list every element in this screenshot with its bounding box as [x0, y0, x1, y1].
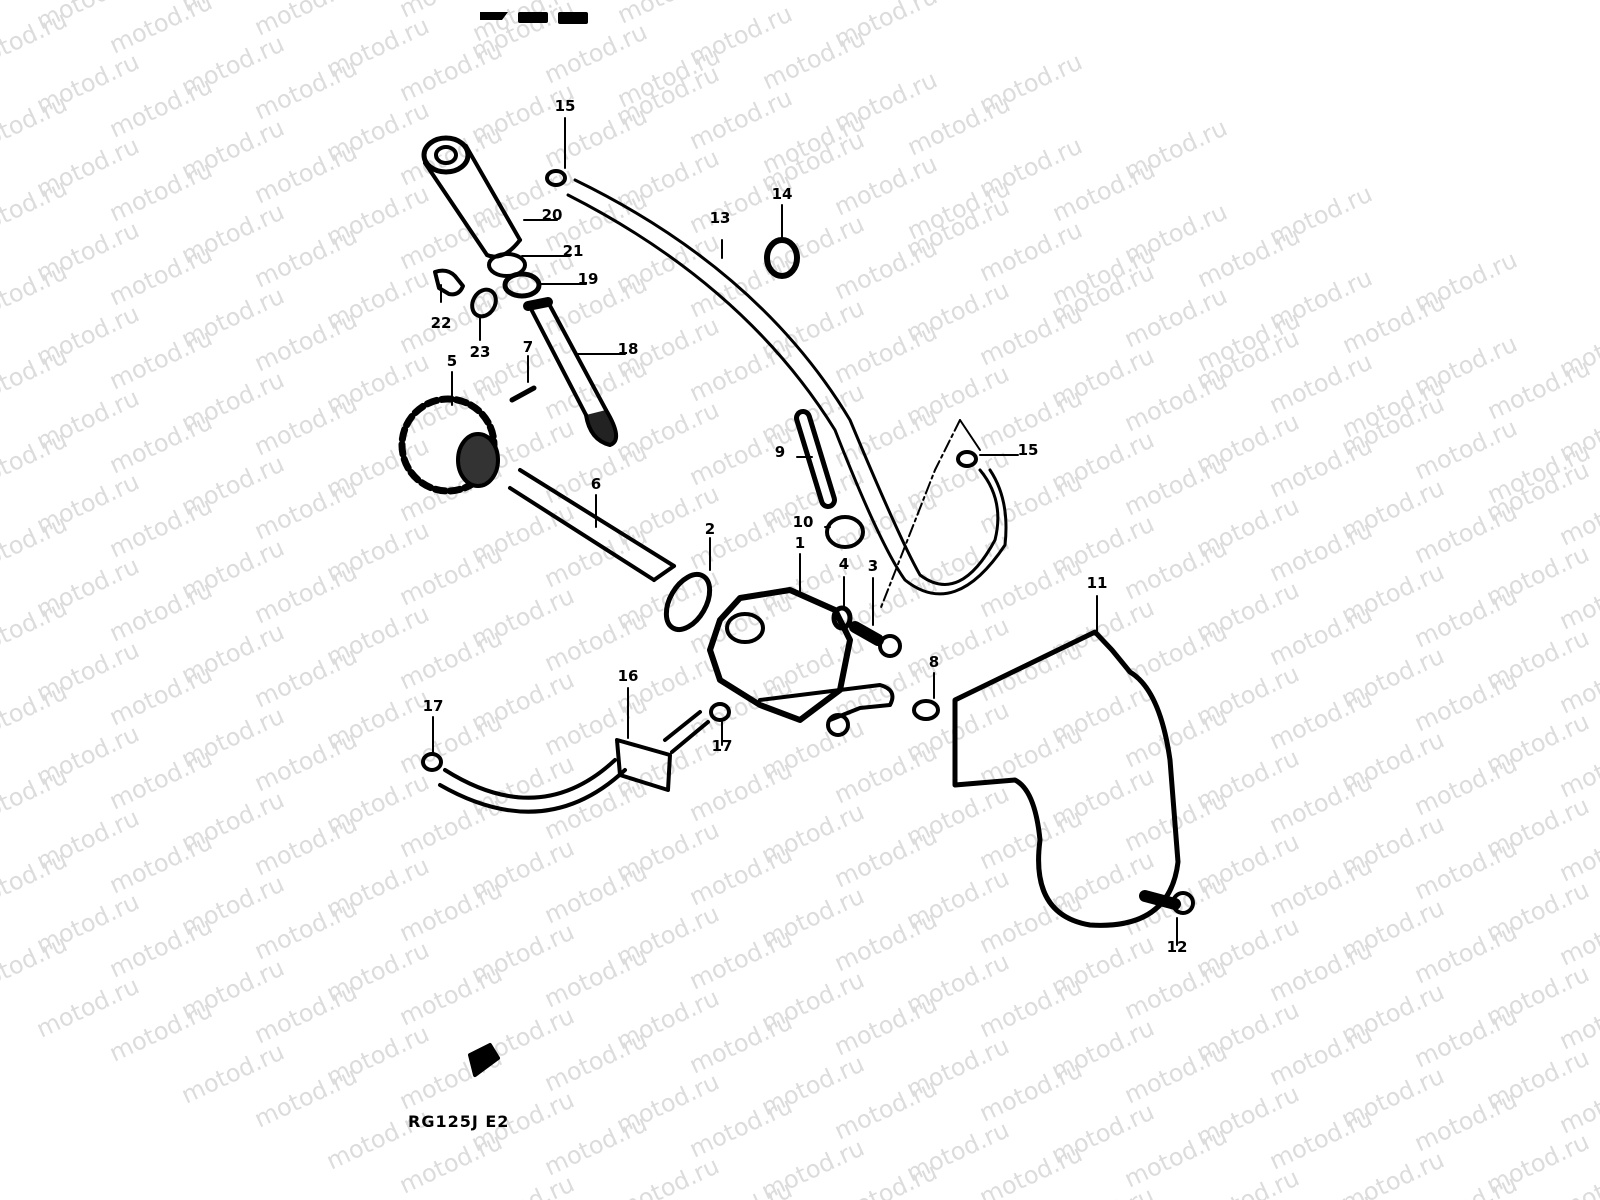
part-2-oring: [663, 572, 713, 632]
part-5-driven-gear: [398, 395, 500, 495]
callout-9: 9: [775, 443, 785, 461]
part-16-hose-holder: [438, 710, 710, 814]
part-18-drive-gear-shaft: [523, 297, 618, 447]
callout-1: 1: [795, 534, 805, 552]
model-caption: RG125J E2: [408, 1112, 510, 1131]
callout-17: 17: [423, 697, 444, 715]
part-15-clip-top: [545, 169, 567, 187]
part-22-retainer: [433, 268, 465, 297]
callout-7: 7: [523, 338, 533, 356]
part-8-plug: [912, 699, 940, 721]
part-15-clip-right: [956, 450, 978, 468]
part-9-stud-bolt: [794, 409, 837, 509]
part-19-washer: [502, 271, 542, 299]
callout-14: 14: [772, 185, 793, 203]
callout-20: 20: [542, 206, 563, 224]
callout-13: 13: [710, 209, 731, 227]
part-21-oring: [487, 252, 527, 278]
callout-19: 19: [578, 270, 599, 288]
part-11-pump-cover: [952, 629, 1181, 928]
callout-11: 11: [1087, 574, 1108, 592]
part-13-oil-hose: [566, 178, 1008, 596]
header-marks: [480, 12, 588, 24]
part-1-pump-body: [707, 587, 895, 737]
corner-mark: [468, 1043, 500, 1077]
callout-3: 3: [868, 557, 878, 575]
callout-12: 12: [1167, 938, 1188, 956]
part-20-bushing: [421, 135, 522, 259]
part-4-washer: [831, 605, 853, 631]
leader-lines: [432, 117, 1178, 946]
callout-22: 22: [431, 314, 452, 332]
callout-labels: 1234567891011121314151516171718192021222…: [423, 97, 1188, 956]
part-23-washer: [470, 287, 498, 319]
callout-17: 17: [712, 737, 733, 755]
part-17-union-center: [709, 702, 731, 722]
callout-15: 15: [555, 97, 576, 115]
callout-16: 16: [618, 667, 639, 685]
callout-15: 15: [1018, 441, 1039, 459]
callout-21: 21: [563, 242, 584, 260]
part-7-pin: [509, 385, 537, 403]
part-14-grommet: [764, 237, 800, 279]
part-3-screw: [849, 621, 902, 658]
callout-2: 2: [705, 520, 715, 538]
callout-18: 18: [618, 340, 639, 358]
callout-4: 4: [839, 555, 849, 573]
callout-6: 6: [591, 475, 601, 493]
part-12-cover-screw: [1139, 890, 1195, 915]
callout-5: 5: [447, 352, 457, 370]
part-10-nut: [825, 515, 865, 549]
callout-10: 10: [793, 513, 814, 531]
callout-8: 8: [929, 653, 939, 671]
callout-23: 23: [470, 343, 491, 361]
part-17-union-left: [421, 752, 443, 772]
